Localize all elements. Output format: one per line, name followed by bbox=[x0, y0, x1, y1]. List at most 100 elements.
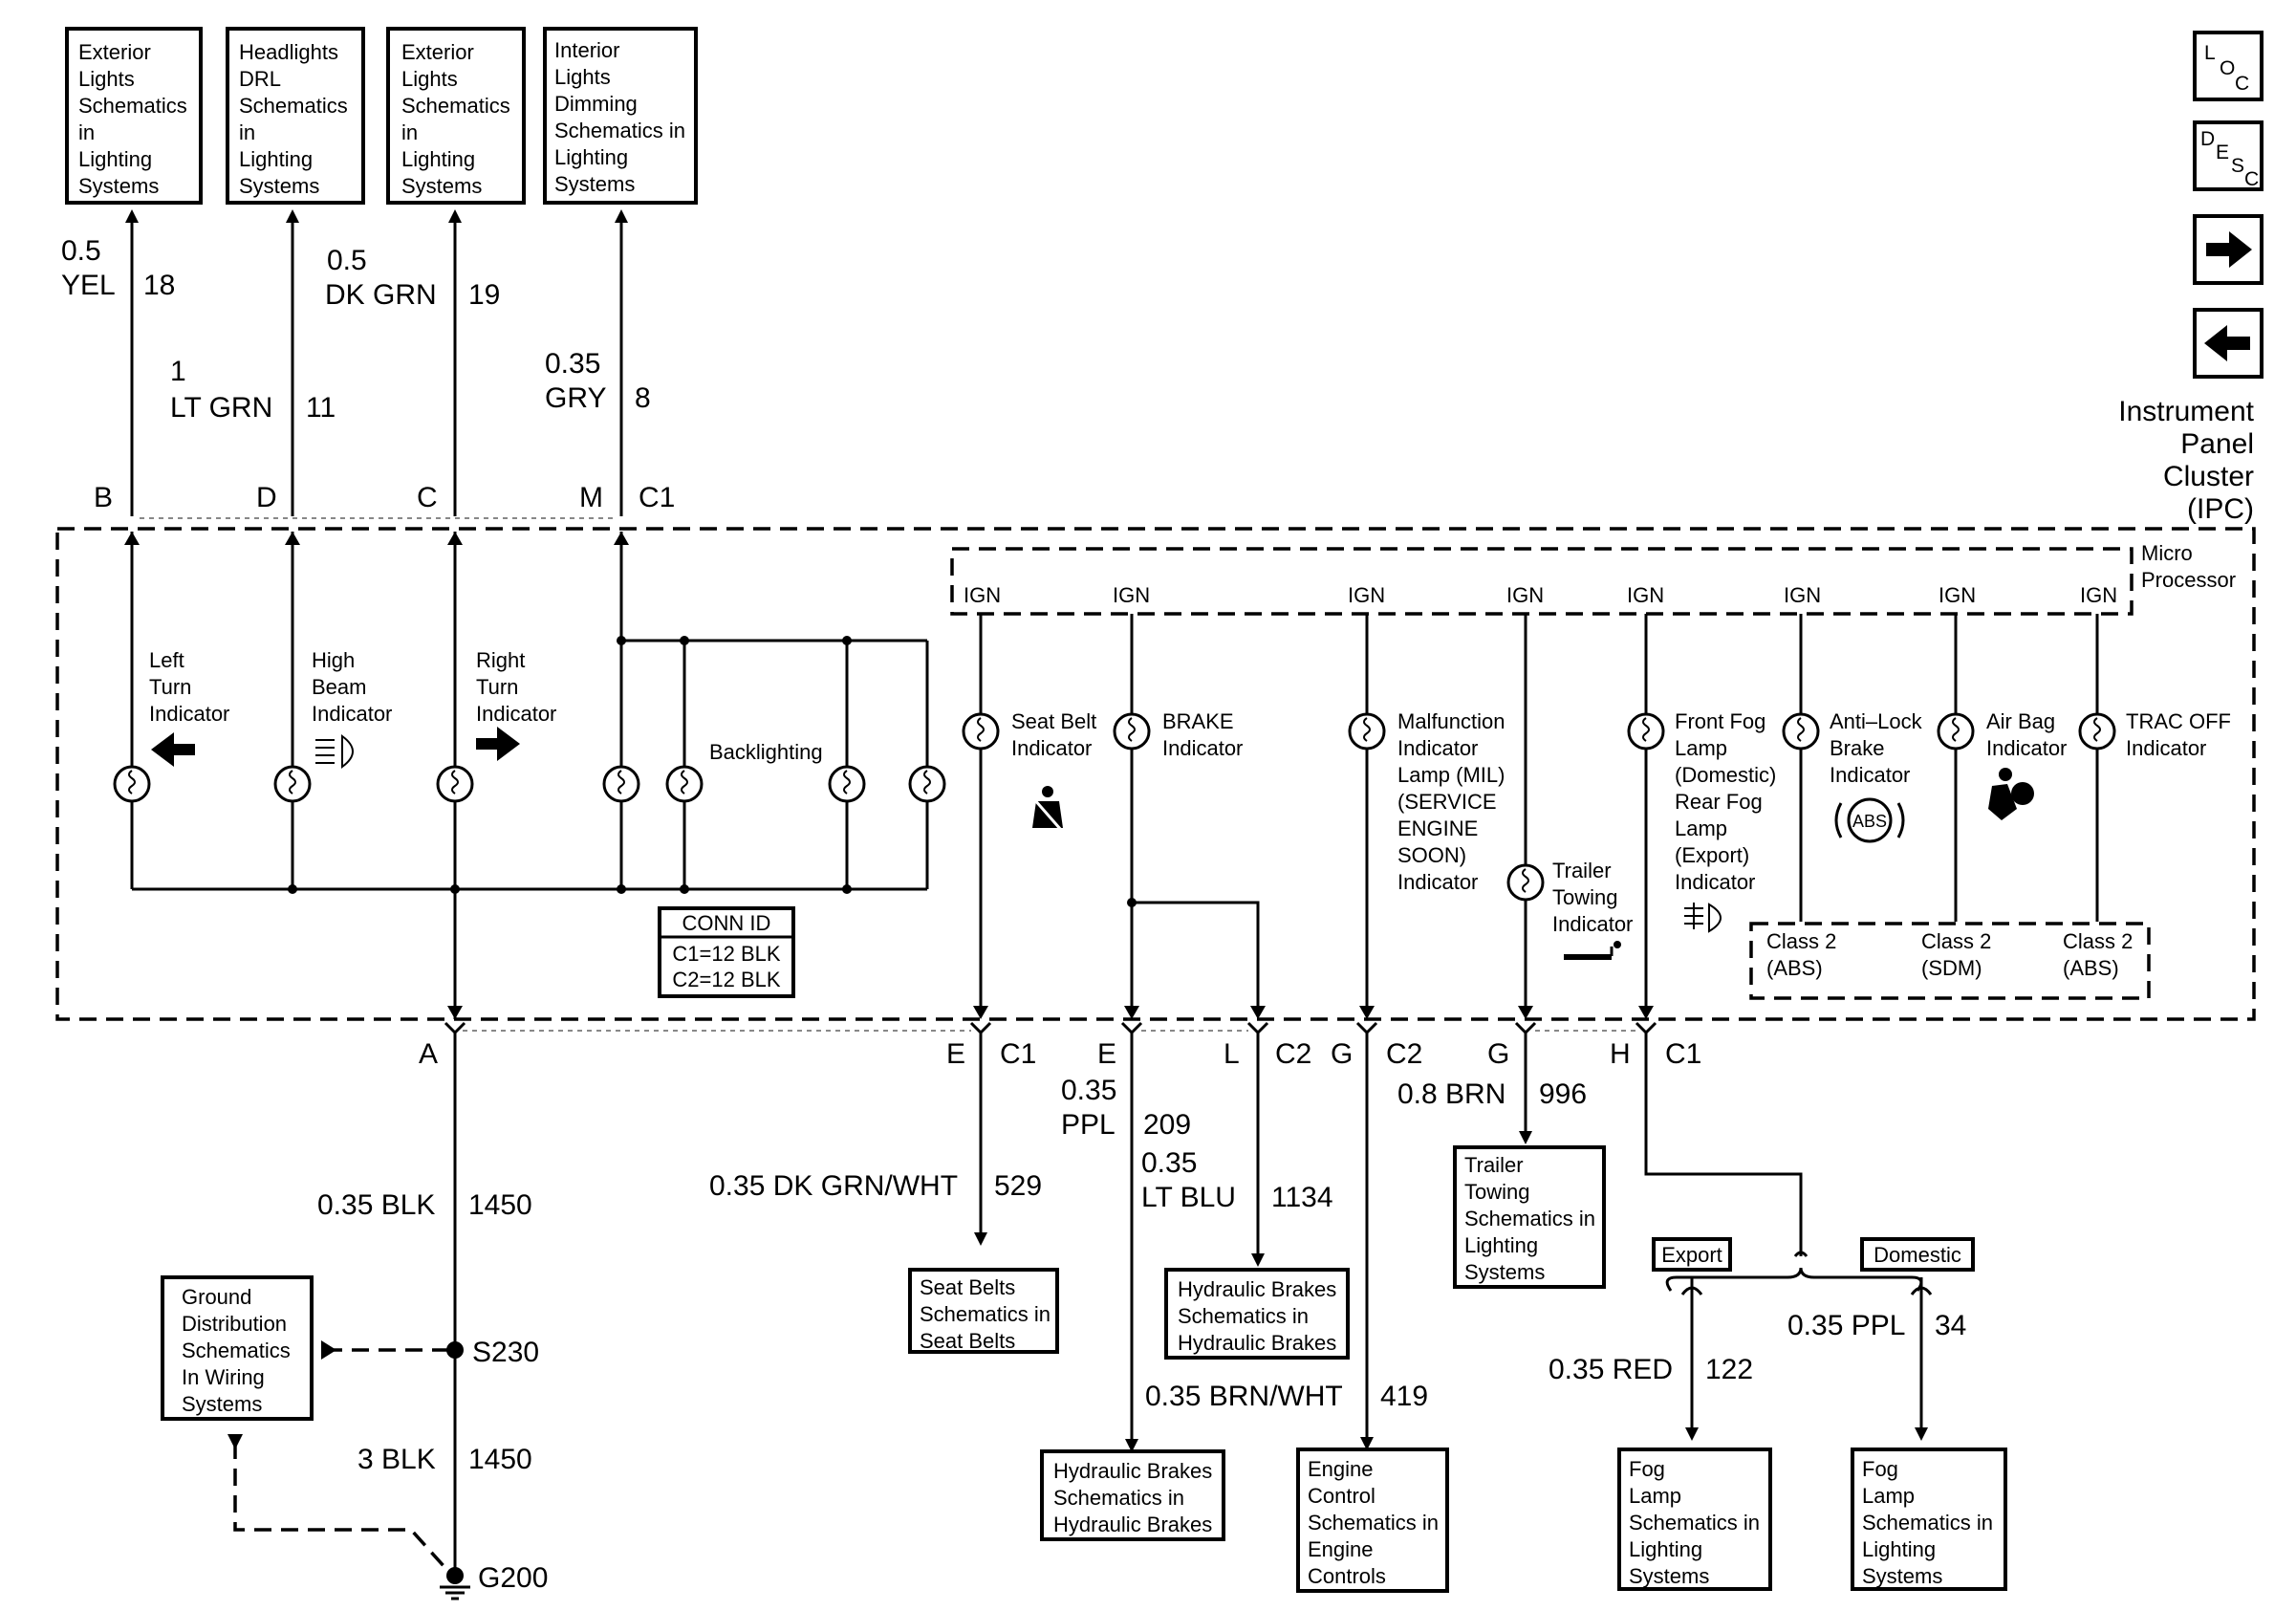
right-arrow-icon bbox=[476, 727, 520, 761]
wire-circuit: 18 bbox=[143, 270, 175, 301]
ign-circuits bbox=[962, 614, 2116, 1013]
indicator-label-line: Turn bbox=[149, 675, 191, 699]
top-ref-box-1[interactable]: Exterior Lights Schematics in Lighting S… bbox=[65, 27, 203, 205]
desc-button[interactable]: D E S C bbox=[2193, 120, 2264, 191]
connector-label: C1 bbox=[1665, 1038, 1701, 1070]
wire-size: 0.5 bbox=[61, 235, 101, 267]
bulb-icon bbox=[1627, 712, 1665, 751]
option-tag-export: Export bbox=[1652, 1237, 1732, 1272]
ref-line: Engine bbox=[1308, 1457, 1374, 1481]
top-ref-box-3[interactable]: Exterior Lights Schematics in Lighting S… bbox=[386, 27, 526, 205]
bulb-icon bbox=[1506, 863, 1545, 902]
micro-label-line: Processor bbox=[2141, 568, 2236, 592]
ref-line: Systems bbox=[1862, 1564, 1942, 1588]
module-title-line: (IPC) bbox=[2187, 493, 2254, 525]
ref-line: Systems bbox=[554, 172, 635, 196]
prev-page-button[interactable] bbox=[2193, 308, 2264, 379]
ref-line: Trailer bbox=[1464, 1153, 1524, 1177]
loc-button[interactable]: L O C bbox=[2193, 31, 2264, 101]
engine-controls-ref[interactable]: Engine Control Schematics in Engine Cont… bbox=[1296, 1448, 1449, 1593]
bulb-icon bbox=[1113, 712, 1151, 751]
indicator-label-line: Turn bbox=[476, 675, 518, 699]
arrow-right-icon bbox=[2206, 231, 2252, 268]
hydraulic-brakes-ref-2[interactable]: Hydraulic Brakes Schematics in Hydraulic… bbox=[1040, 1449, 1225, 1541]
air-bag-indicator: Air Bag Indicator bbox=[1986, 709, 2067, 820]
top-ref-box-4[interactable]: Interior Lights Dimming Schematics in Li… bbox=[543, 27, 698, 205]
option-tag-label: Export bbox=[1661, 1243, 1722, 1267]
wire-size: 0.35 bbox=[1061, 1075, 1116, 1106]
ref-line: DRL bbox=[239, 67, 281, 91]
wire-color: LT BLU bbox=[1141, 1182, 1236, 1213]
ign-label: IGN bbox=[1348, 583, 1385, 607]
ign-label: IGN bbox=[1113, 583, 1150, 607]
bulb-icon bbox=[602, 765, 640, 803]
desc-letter-3: S bbox=[2231, 155, 2244, 177]
top-ref-box-2[interactable]: Headlights DRL Schematics in Lighting Sy… bbox=[226, 27, 365, 205]
bulb-icon bbox=[2078, 712, 2116, 751]
next-page-button[interactable] bbox=[2193, 214, 2264, 285]
ref-line: Systems bbox=[182, 1392, 262, 1416]
ref-line: Lights bbox=[554, 65, 611, 89]
wire-circuit: 34 bbox=[1935, 1310, 1966, 1341]
ref-line: Controls bbox=[1308, 1564, 1386, 1588]
wire-circuit: 11 bbox=[306, 392, 336, 424]
ign-label: IGN bbox=[1939, 583, 1976, 607]
ref-line: Hydraulic Brakes bbox=[1053, 1459, 1212, 1483]
ref-line: Lighting bbox=[1629, 1537, 1702, 1561]
fog-lamp-ref-domestic[interactable]: Fog Lamp Schematics in Lighting Systems bbox=[1851, 1448, 2007, 1591]
bulb-icon bbox=[273, 765, 312, 803]
trailer-towing-ref[interactable]: Trailer Towing Schematics in Lighting Sy… bbox=[1453, 1145, 1606, 1289]
backlighting-label: Backlighting bbox=[709, 740, 823, 764]
ref-line: Engine bbox=[1308, 1537, 1374, 1561]
wire-circuit: 1450 bbox=[468, 1189, 532, 1221]
wire-size: 0.35 bbox=[1141, 1147, 1197, 1179]
high-beam-icon bbox=[315, 734, 354, 769]
bottom-pin-arrows bbox=[447, 1006, 1654, 1019]
class2-line: Class 2 bbox=[1766, 929, 1836, 953]
ref-line: Exterior bbox=[401, 40, 474, 64]
ref-line: Schematics bbox=[78, 94, 187, 118]
fog-lamp-wiring: 0.35 RED 122 0.35 PPL 34 bbox=[1549, 1033, 1966, 1441]
abs-icon: ABS bbox=[1834, 797, 1905, 843]
ign-label: IGN bbox=[1784, 583, 1821, 607]
ref-line: In Wiring bbox=[182, 1365, 265, 1389]
pin-label: G bbox=[1331, 1038, 1353, 1070]
fog-lamp-ref-export[interactable]: Fog Lamp Schematics in Lighting Systems bbox=[1617, 1448, 1772, 1591]
ref-line: Schematics bbox=[239, 94, 348, 118]
indicator-label-line: (Export) bbox=[1675, 843, 1749, 867]
brake-indicator: BRAKE Indicator bbox=[1162, 709, 1243, 760]
seat-belt-wire-529: 0.35 DK GRN/WHT 529 bbox=[709, 1033, 1042, 1246]
indicator-label-line: Lamp (MIL) bbox=[1397, 763, 1505, 787]
module-title-line: Panel bbox=[2180, 428, 2254, 460]
wire-label: 0.35 BRN/WHT bbox=[1145, 1381, 1343, 1412]
ign-labels: IGN IGN IGN IGN IGN IGN IGN IGN bbox=[964, 583, 2117, 607]
left-turn-indicator: Left Turn Indicator bbox=[149, 648, 229, 767]
wire-label: 0.35 DK GRN/WHT bbox=[709, 1170, 958, 1202]
bulb-icon bbox=[436, 765, 474, 803]
wire-circuit: 122 bbox=[1705, 1354, 1753, 1385]
wire-size: 1 bbox=[170, 356, 186, 387]
left-arrow-icon bbox=[151, 732, 195, 767]
ref-line: Interior bbox=[554, 38, 619, 62]
indicator-label-line: Trailer bbox=[1552, 859, 1612, 882]
ref-line: Schematics bbox=[401, 94, 510, 118]
hydraulic-brakes-ref-1[interactable]: Hydraulic Brakes Schematics in Hydraulic… bbox=[1164, 1268, 1350, 1360]
module-title-line: Cluster bbox=[2163, 461, 2254, 492]
pin-label: D bbox=[256, 482, 277, 513]
indicator-label-line: Indicator bbox=[1397, 870, 1478, 894]
connector-label: C2 bbox=[1386, 1038, 1422, 1070]
top-wire-19: 0.5 DK GRN 19 C bbox=[325, 209, 500, 516]
pin-label: L bbox=[1224, 1038, 1240, 1070]
ground-distribution-ref[interactable]: Ground Distribution Schematics In Wiring… bbox=[161, 1275, 314, 1421]
indicator-label-line: Indicator bbox=[1675, 870, 1755, 894]
top-wire-11: 1 LT GRN 11 D bbox=[170, 209, 336, 516]
ref-line: Lamp bbox=[1629, 1484, 1681, 1508]
wire-circuit: 1450 bbox=[468, 1444, 532, 1475]
wire-circuit: 209 bbox=[1143, 1109, 1191, 1141]
indicator-label-line: Malfunction bbox=[1397, 709, 1505, 733]
indicator-label-line: Seat Belt bbox=[1011, 709, 1096, 733]
seat-belts-ref[interactable]: Seat Belts Schematics in Seat Belts bbox=[908, 1268, 1059, 1354]
bulb-icon bbox=[828, 765, 866, 803]
ign-label: IGN bbox=[964, 583, 1001, 607]
